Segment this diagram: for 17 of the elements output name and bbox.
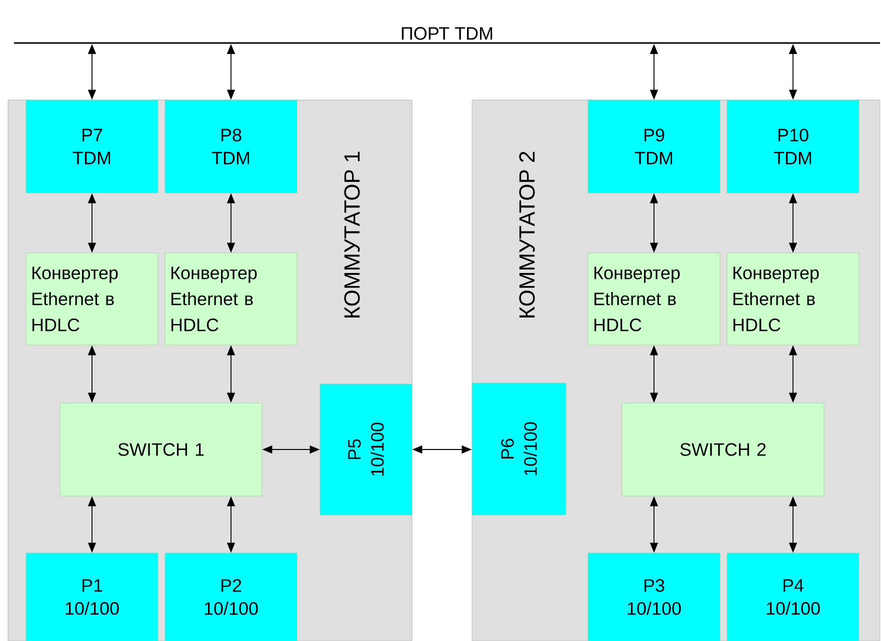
converter-box: Конвертер Ethernet в HDLC xyxy=(26,252,158,346)
port-box: P3 10/100 xyxy=(588,552,720,641)
converter-box: Конвертер Ethernet в HDLC xyxy=(164,252,298,346)
switch-box: SWITCH 1 xyxy=(60,402,262,496)
port-box: P9 TDM xyxy=(588,100,720,194)
port-box: P1 10/100 xyxy=(26,552,158,641)
port-box: P8 TDM xyxy=(164,100,298,194)
port-box: P2 10/100 xyxy=(164,552,298,641)
bus-line: ПОРТ TDM xyxy=(14,27,880,44)
converter-box: Конвертер Ethernet в HDLC xyxy=(588,252,720,346)
port-box: P10 TDM xyxy=(726,100,860,194)
switch-box: SWITCH 2 xyxy=(622,402,824,496)
converter-box: Конвертер Ethernet в HDLC xyxy=(726,252,860,346)
port-box: P5 10/100 xyxy=(320,384,412,516)
port-box: P4 10/100 xyxy=(726,552,860,641)
port-box: P7 TDM xyxy=(26,100,158,194)
port-box: P6 10/100 xyxy=(472,382,566,516)
